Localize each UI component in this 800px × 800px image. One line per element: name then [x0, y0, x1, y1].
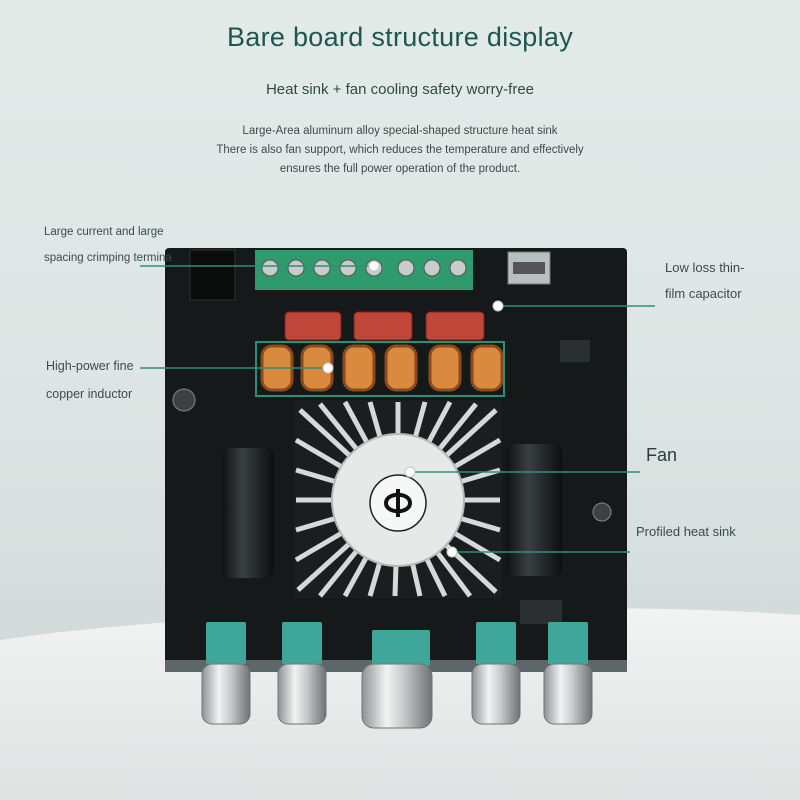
capacitor-left [222, 448, 274, 578]
small-capacitor [172, 388, 196, 412]
callout-lines [140, 265, 655, 553]
callout-capacitor-line-2: film capacitor [665, 286, 742, 301]
callout-terminals-line-2: spacing crimping termina [44, 252, 172, 264]
description: Large-Area aluminum alloy special-shaped… [0, 122, 800, 179]
description-line-2: There is also fan support, which reduces… [216, 144, 584, 156]
fan-logo [383, 489, 413, 517]
description-line-3: ensures the full power operation of the … [279, 163, 521, 175]
callout-capacitor-line-1: Low loss thin- [665, 260, 745, 275]
callout-capacitor: Low loss thin- film capacitor [665, 255, 744, 307]
callout-terminals-line-1: Large current and large [44, 226, 164, 238]
callout-inductor: High-power fine copper inductor [46, 352, 134, 408]
chip-2 [520, 600, 562, 624]
callout-inductor-line-2: copper inductor [46, 387, 133, 401]
chip-1 [560, 340, 590, 362]
callout-heatsink: Profiled heat sink [636, 524, 736, 539]
terminal-block [255, 250, 473, 290]
capacitor-right [506, 444, 562, 576]
callout-inductor-line-1: High-power fine [46, 359, 134, 373]
page-title: Bare board structure display [226, 22, 574, 52]
dc-jack [189, 249, 236, 301]
callout-fan: Fan [646, 445, 678, 465]
film-capacitors [284, 311, 485, 341]
page-subtitle: Heat sink + fan cooling safety worry-fre… [265, 81, 535, 98]
small-capacitor-2 [592, 502, 612, 522]
inductor-highlight-box [255, 341, 505, 397]
callout-terminals: Large current and large spacing crimping… [44, 219, 172, 271]
knob-bases [206, 622, 588, 666]
description-line-1: Large-Area aluminum alloy special-shaped… [242, 125, 558, 137]
callout-dots [322, 260, 504, 558]
knobs [201, 663, 593, 729]
